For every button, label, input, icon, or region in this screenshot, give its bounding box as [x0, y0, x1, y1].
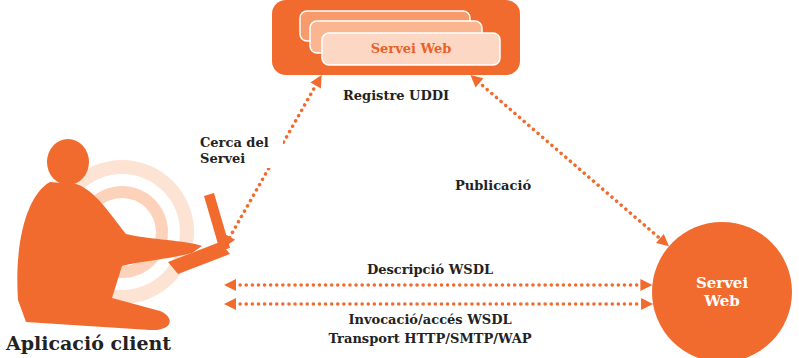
edge-label: Publicació [452, 178, 534, 194]
dotted-connector [224, 279, 652, 291]
dotted-connector [470, 75, 669, 246]
edge-label: Descripció WSDL [364, 262, 496, 278]
client-label: Aplicació client [6, 332, 171, 354]
circle-title: Servei Web [687, 274, 757, 310]
dotted-connector [224, 298, 653, 310]
box-title: Servei Web [322, 33, 500, 65]
registry-box: Servei WebRegistre UDDI [272, 0, 520, 75]
registry-heading: Registre UDDI [272, 88, 520, 103]
registry-shape [272, 0, 520, 75]
edge-label: Cerca del Servei [197, 135, 283, 168]
client-node: Aplicació client [0, 112, 224, 358]
service-circle: Servei Web [652, 222, 792, 358]
edge-label: Invocació/accés WSDL [345, 312, 514, 328]
transport-note: Transport HTTP/SMTP/WAP [325, 331, 534, 347]
